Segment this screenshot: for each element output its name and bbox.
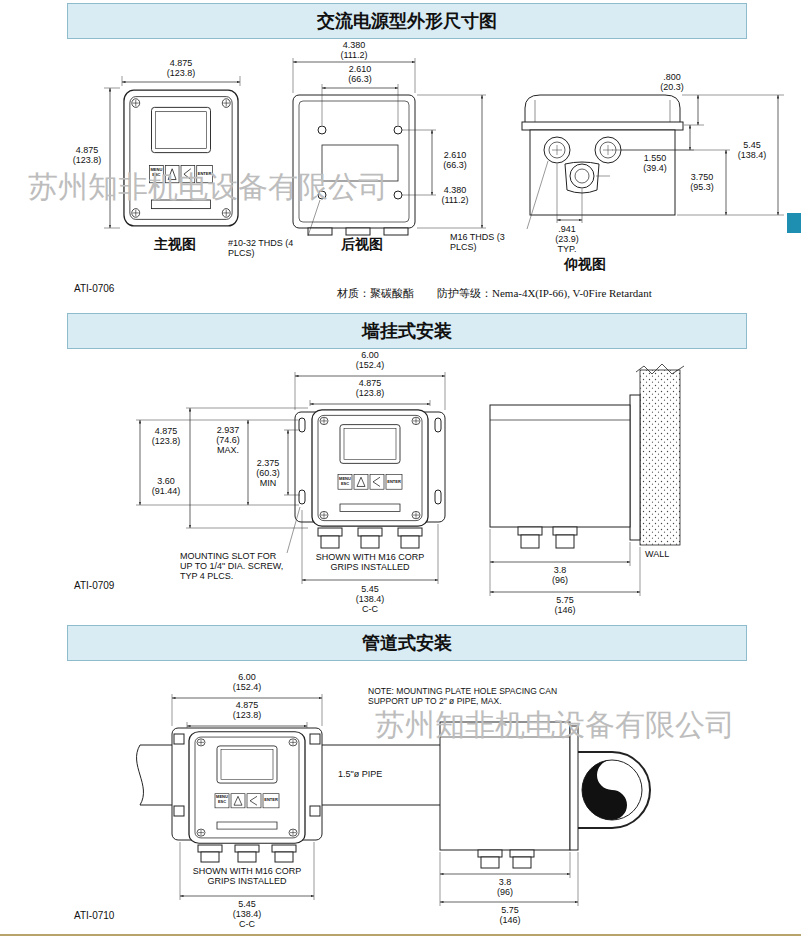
section-title: 交流电源型外形尺寸图 [317,9,497,33]
dimension-label: 3.60 (91.44) [146,476,186,496]
dimension-label: 4.875 (123.8) [227,700,267,720]
button-label: MENU ESC [338,477,352,486]
dimension-label: SHOWN WITH M16 CORP GRIPS INSTALLED [308,552,432,572]
dimension-label: 1.550 (39.4) [635,153,675,173]
dimension-label: 2.610 (66.3) [436,150,474,170]
watermark: 苏州知非机电设备有限公司 [375,708,775,742]
dimension-label: 5.45 (138.4) C-C [227,899,267,929]
section-band: 交流电源型外形尺寸图 [67,3,747,39]
dimension-label: SHOWN WITH M16 CORP GRIPS INSTALLED [185,866,309,886]
dimension-label: 4.380 (111.2) [334,40,374,60]
dimension-label: 3.8 (96) [490,877,520,897]
dimension-label: .941 (23.9) TYP. [550,224,584,254]
dimension-label: WALL [645,549,685,559]
section-band: 墙挂式安装 [67,313,747,349]
note-text: NOTE: MOUNTING PLATE HOLE SPACING CAN SU… [368,686,600,706]
dimension-label: 2.375 (60.3) MIN [252,458,284,488]
section-title: 墙挂式安装 [362,319,452,343]
dimension-label: MOUNTING SLOT FOR UP TO 1/4" DIA. SCREW,… [180,551,284,581]
dimension-label: 2.937 (74.6) MAX. [212,425,244,455]
dimension-label: 5.75 (146) [548,595,582,615]
dimension-label: 3.750 (95.3) [682,172,722,192]
dimension-label: 5.45 (138.4) [732,140,772,160]
dimension-label: .800 (20.3) [653,72,691,92]
dimension-label: 5.75 (146) [493,905,527,925]
dimension-label: 6.00 (152.4) [227,672,267,692]
section-title: 管道式安装 [362,631,452,655]
dimension-label: 4.380 (111.2) [436,185,474,205]
dimension-label: 3.8 (96) [545,565,575,585]
view-name: 仰视图 [555,256,615,273]
section-band: 管道式安装 [67,625,747,661]
dimension-label: #10-32 THDS (4 PLCS) [228,238,304,258]
dimension-label: 2.610 (66.3) [340,64,380,84]
dimension-label: 4.875 (123.8) [350,378,390,398]
dimension-label: M16 THDS (3 PLCS) [450,232,522,252]
drawing-code: ATI-0706 [74,283,144,295]
dimension-label: 6.00 (152.4) [350,350,390,370]
dimension-label: 4.875 (123.8) [68,145,106,165]
spec-text: 防护等级：Nema-4X(IP-66), V-0Fire Retardant [437,287,727,300]
drawing-code: ATI-0710 [74,910,144,922]
dimension-label: 5.45 (138.4) C-C [350,584,390,614]
view-name: 主视图 [145,236,205,253]
drawing-code: ATI-0709 [74,580,144,592]
dimension-label: 1.5"ø PIPE [338,769,408,779]
dimension-label: 4.875 (123.8) [146,426,186,446]
view-name: 后视图 [332,236,392,253]
spec-text: 材质：聚碳酸酯 [337,287,432,300]
watermark: 苏州知非机电设备有限公司 [28,170,428,204]
dimension-label: 4.875 (123.8) [161,58,201,78]
button-label: ENTER [263,798,279,803]
button-label: ENTER [386,480,402,485]
button-label: MENU ESC [215,795,229,804]
